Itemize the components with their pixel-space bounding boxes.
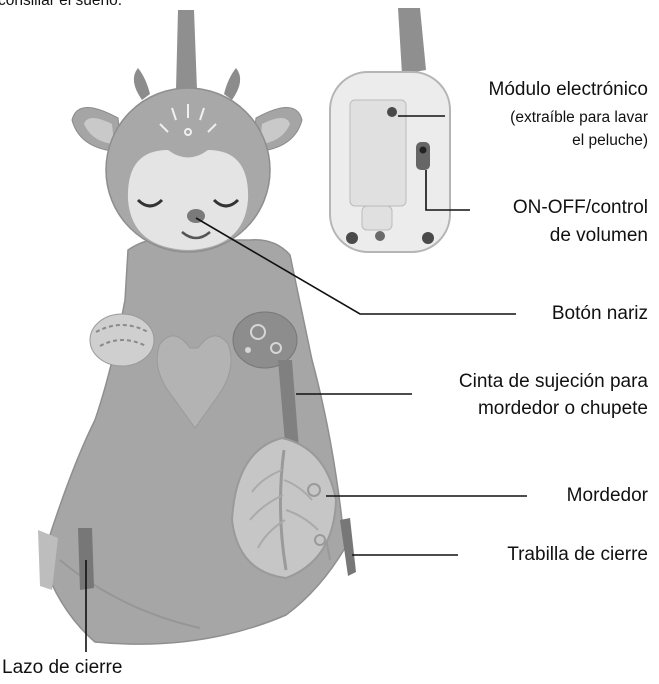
deer-comforter (38, 10, 356, 644)
switch-label-line2: de volumen (550, 224, 648, 247)
loop-label: Lazo de cierre (2, 656, 122, 679)
electronic-module (330, 8, 450, 252)
module-note-line2: el peluche) (572, 131, 648, 151)
right-paw (233, 312, 297, 368)
teether-label: Mordedor (567, 484, 648, 507)
switch-label-line1: ON-OFF/control (513, 196, 648, 219)
nose-button-label: Botón nariz (552, 302, 648, 325)
hang-strap (176, 10, 197, 90)
switch (416, 142, 430, 170)
tab-label: Trabilla de cierre (507, 543, 648, 566)
left-antler (134, 68, 150, 100)
right-antler (224, 68, 240, 100)
strap-label-line2: mordedor o chupete (478, 397, 648, 420)
module-label: Módulo electrónico (489, 78, 648, 101)
module-note-line1: (extraíble para lavar (510, 108, 648, 128)
strap-label-line1: Cinta de sujeción para (459, 370, 648, 393)
module-strap (398, 8, 426, 74)
